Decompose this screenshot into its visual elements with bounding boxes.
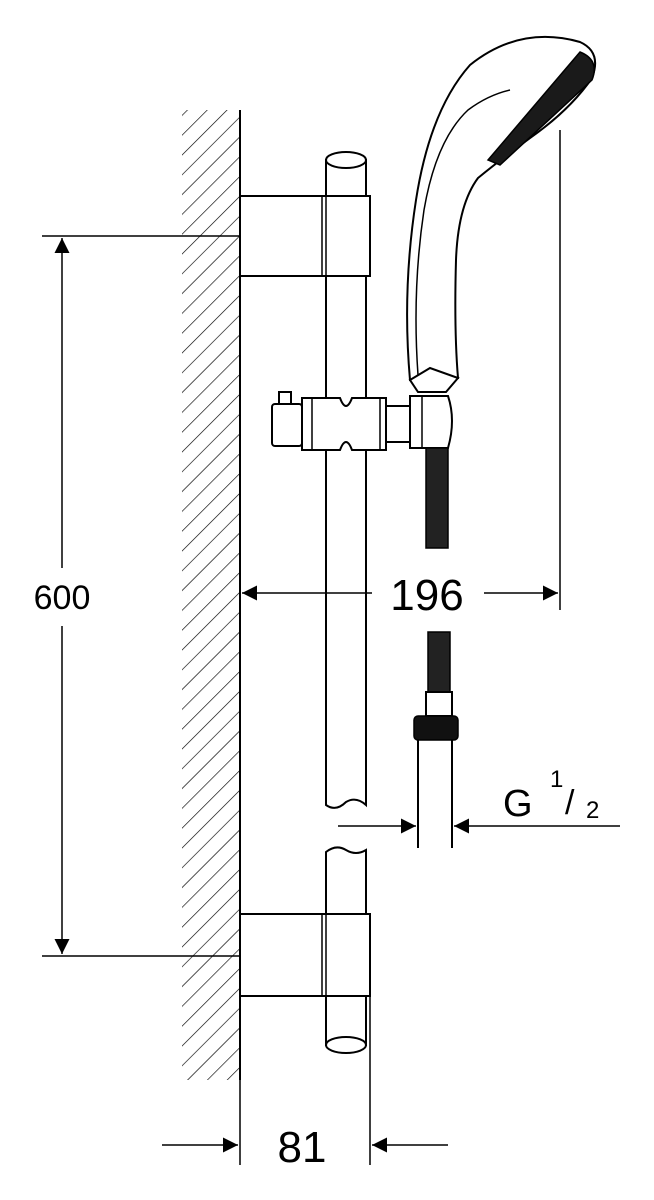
wall-hatching: [182, 110, 240, 1080]
rail-bottom-cap: [325, 1036, 367, 1054]
thread-slash: /: [565, 784, 575, 822]
shower-neck: [408, 366, 460, 393]
thread-g-label: G: [503, 783, 533, 825]
lower-wall-bracket: [239, 913, 371, 997]
wall-section: [182, 110, 241, 1080]
holder-cradle: [409, 395, 453, 449]
thread-numerator: 1: [550, 766, 563, 793]
rail-top-cap: [325, 151, 367, 169]
thread-denominator: 2: [586, 797, 599, 824]
hose-upper-section: [425, 447, 449, 549]
dimension-thread: G 1 / 2: [338, 766, 620, 834]
rail-upper-segment: [325, 159, 367, 809]
dimension-height: 600: [34, 235, 240, 957]
dimension-600-label: 600: [34, 579, 91, 617]
dimension-81-label: 81: [278, 1123, 327, 1172]
upper-wall-bracket: [239, 195, 371, 277]
slider-holder: [271, 391, 453, 451]
slider-clamp: [301, 397, 387, 451]
hose-nut: [413, 715, 459, 741]
dimension-196-label: 196: [390, 571, 463, 620]
shower-spray-face: [486, 51, 595, 166]
shower-handle: [406, 36, 596, 382]
slider-knob: [271, 403, 303, 447]
slider-button: [278, 391, 292, 405]
holder-arm: [385, 405, 411, 443]
dimension-projection: 196: [242, 130, 561, 620]
hand-shower: [406, 36, 596, 393]
dimension-wall-offset: 81: [162, 996, 448, 1172]
hose-lower-section: [427, 631, 451, 693]
shower-hose: [413, 447, 459, 848]
